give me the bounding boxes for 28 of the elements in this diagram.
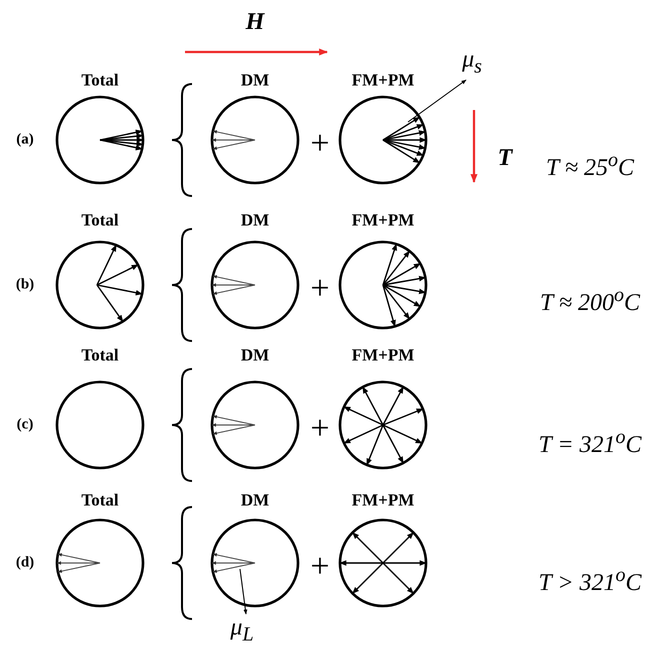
moment-symbol: μ$_{s}$ (462, 48, 482, 76)
temperature-symbol: T (498, 146, 512, 170)
column-heading: FM+PM (352, 72, 414, 88)
plus-sign: + (310, 127, 330, 161)
row-label: (c) (16, 418, 34, 432)
column-heading: DM (240, 72, 270, 88)
row-label: (a) (16, 132, 34, 148)
column-heading: Total (81, 72, 119, 88)
column-heading: FM+PM (352, 346, 414, 364)
column-heading: FM+PM (352, 492, 414, 508)
column-heading: Total (81, 346, 119, 364)
plus-sign: + (310, 412, 330, 446)
plus-sign: + (310, 272, 330, 306)
row-label: (b) (16, 278, 34, 292)
column-heading: Total (81, 492, 119, 508)
column-heading: DM (240, 492, 270, 508)
row-label: (d) (16, 556, 34, 570)
field-symbol: H (246, 10, 264, 34)
temperature-label: T > 321$^{o}$C (538, 565, 642, 595)
temperature-label: T ≈ 200$^{o}$C (540, 285, 640, 315)
column-heading: Total (81, 212, 119, 228)
column-heading: DM (240, 346, 270, 364)
column-heading: DM (240, 212, 270, 228)
column-heading: FM+PM (352, 212, 414, 228)
temperature-label: T = 321$^{o}$C (538, 427, 642, 457)
moment-symbol: μ$_{L}$ (230, 616, 254, 644)
plus-sign: + (310, 550, 330, 584)
temperature-label: T ≈ 25$^{o}$C (546, 150, 634, 180)
